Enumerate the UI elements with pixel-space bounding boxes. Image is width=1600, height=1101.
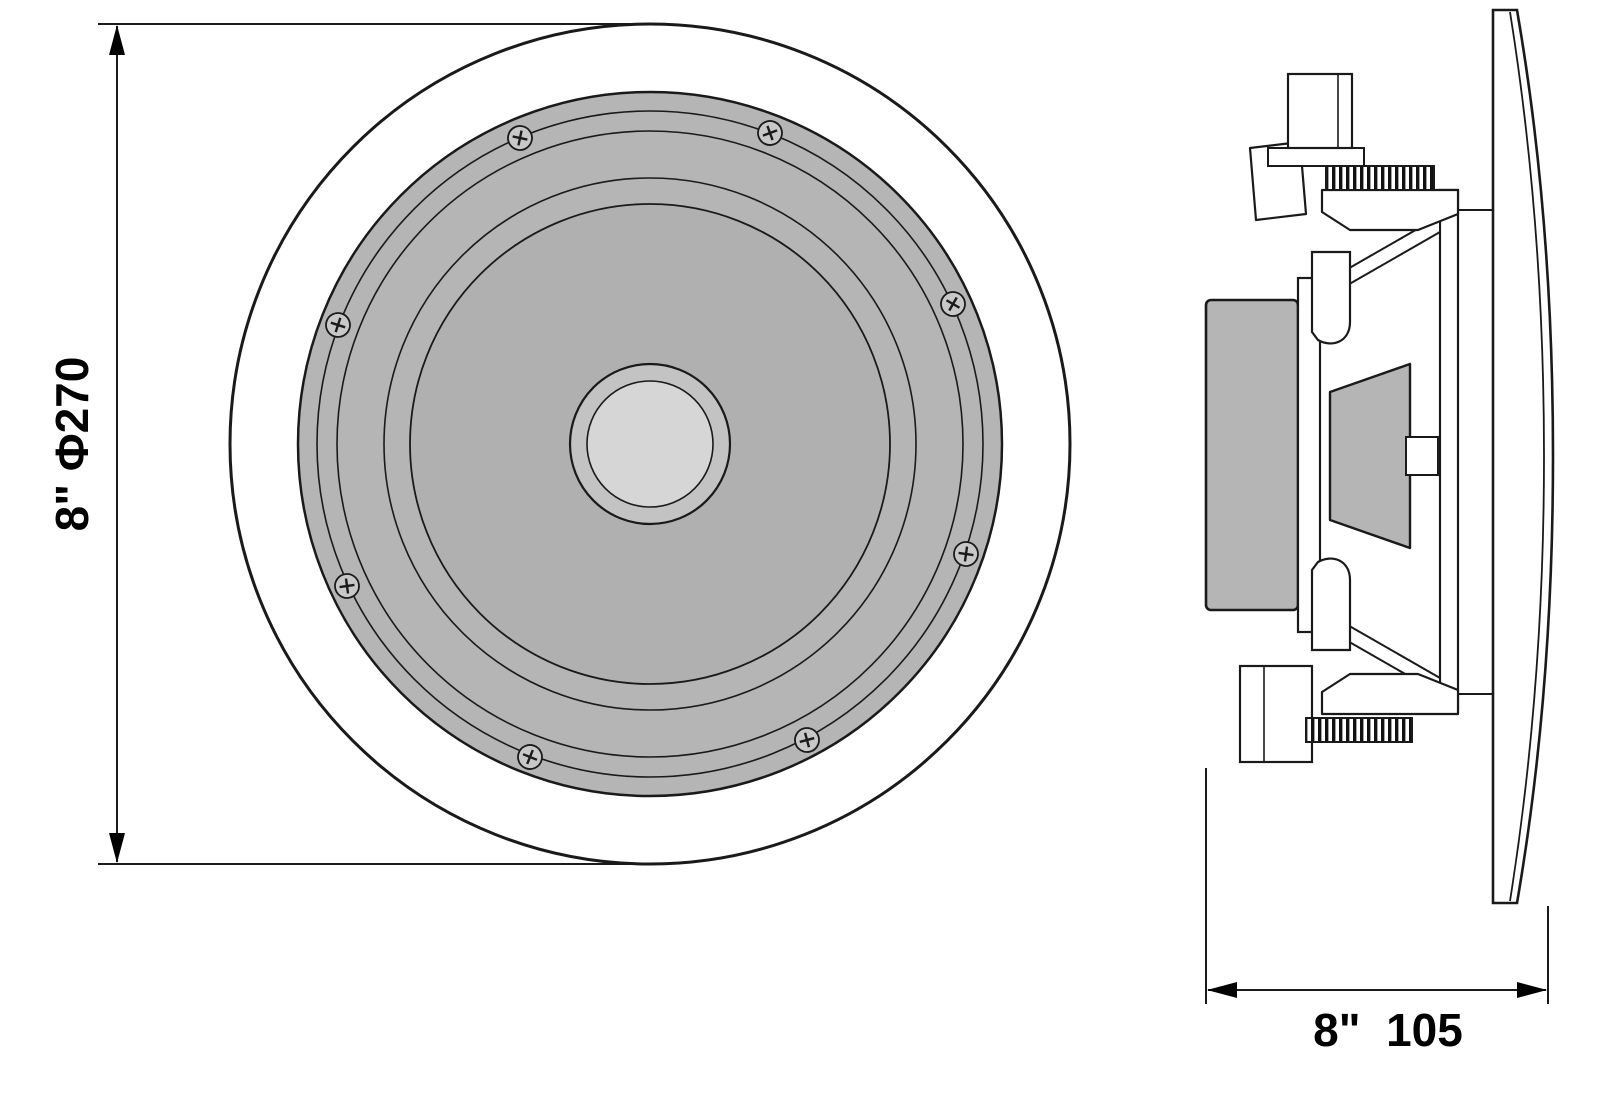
side-depth-dimension: 8" 105 (1205, 768, 1549, 1056)
voice-coil (1405, 436, 1439, 476)
clamp-screw-bottom (1305, 717, 1413, 743)
screw-icon (940, 291, 966, 317)
arrowhead-up (109, 25, 125, 55)
screw-icon (325, 312, 351, 338)
clamp-bracket-bottom (1320, 672, 1460, 716)
cone-section (1328, 362, 1412, 550)
baffle-plate (1438, 188, 1460, 712)
screw-icon (334, 573, 360, 599)
clamp-bracket-top (1320, 188, 1460, 232)
arrowhead-down (109, 833, 125, 863)
surround-edge (383, 177, 917, 711)
bezel-ring-inner (336, 130, 964, 758)
arrowhead-left (1207, 982, 1237, 998)
clamp-rear-tab-bottom (1238, 664, 1314, 764)
clamp-screw-top (1325, 165, 1435, 191)
clamp-rear-tab-top (1286, 72, 1354, 150)
front-diameter-label: 8" Φ270 (46, 357, 98, 532)
side-view (1204, 8, 1555, 905)
magnet-block (1204, 298, 1300, 612)
dustcap-center (586, 380, 714, 508)
bezel-ring-outer (316, 110, 984, 778)
front-diameter-dimension: 8" Φ270 (46, 23, 648, 865)
clamp-pivot-top (1267, 147, 1365, 167)
screw-icon (517, 744, 543, 770)
screw-icon (507, 125, 533, 151)
front-view (228, 22, 1072, 866)
clamp-claw-bottom (1310, 557, 1352, 652)
clamp-claw-top (1310, 250, 1352, 345)
screw-icon (953, 541, 979, 567)
trim-flange-outline (1491, 8, 1555, 905)
trim-flange-inner-curve (1509, 11, 1545, 902)
arrowhead-right (1517, 982, 1547, 998)
screw-icon (757, 120, 783, 146)
screw-icon (794, 727, 820, 753)
side-depth-label: 8" 105 (1313, 1004, 1463, 1056)
frame-plate (1296, 276, 1322, 634)
